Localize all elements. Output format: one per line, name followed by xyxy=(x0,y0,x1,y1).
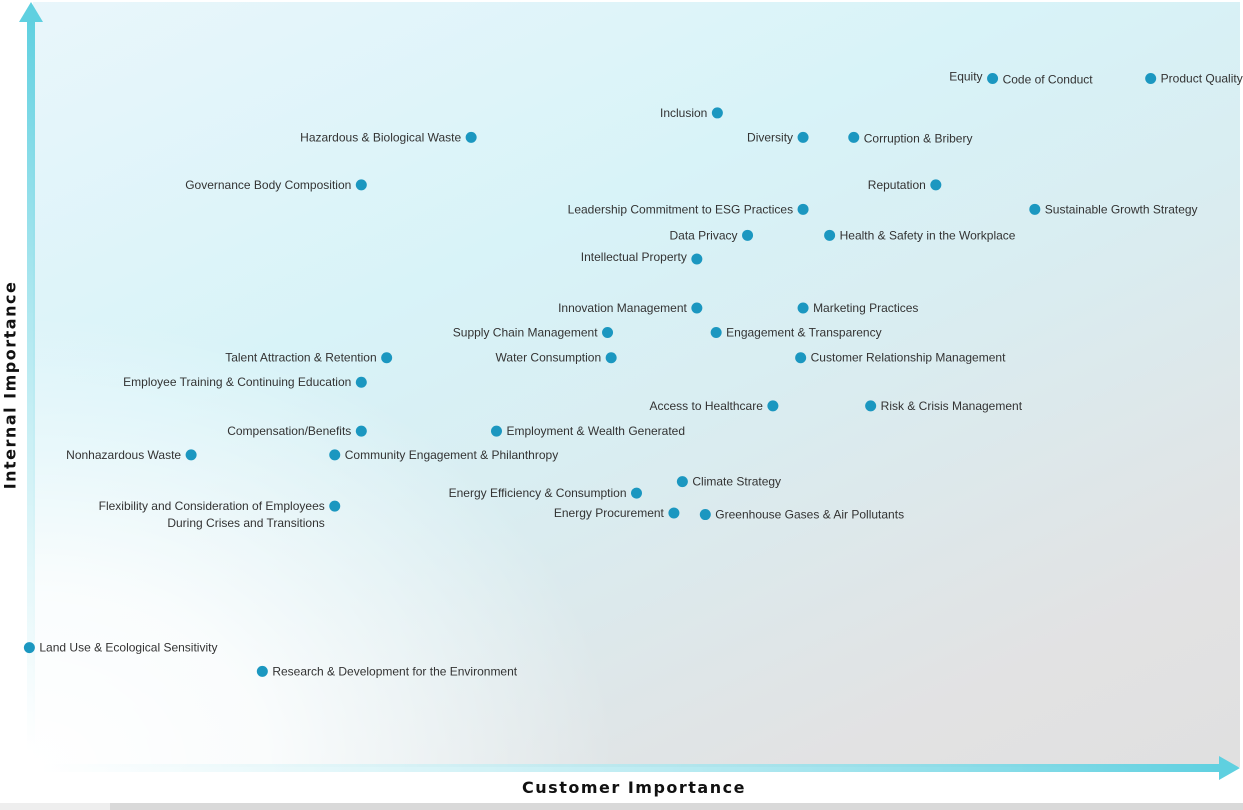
label-hazardous-and-biological-waste: Hazardous & Biological Waste xyxy=(300,130,461,144)
point-engagement-and-transparency xyxy=(710,326,722,338)
label-code-of-conduct: Code of Conduct xyxy=(1003,73,1094,87)
point-research-and-development-for-the-environment xyxy=(256,665,268,677)
label-equity: Equity xyxy=(949,70,982,84)
x-axis-title: Customer Importance xyxy=(522,778,746,797)
point-product-quality xyxy=(1145,73,1157,84)
label-research-and-development-for-the-environment: Research & Development for the Environme… xyxy=(272,664,517,678)
point-innovation-management xyxy=(691,302,703,314)
label-energy-procurement: Energy Procurement xyxy=(554,506,665,520)
point-water-consumption xyxy=(605,352,617,364)
point-data-privacy xyxy=(742,229,754,241)
point-employment-and-wealth-generated xyxy=(490,425,502,437)
label-leadership-commitment-to-esg-practices: Leadership Commitment to ESG Practices xyxy=(568,202,793,216)
label-access-to-healthcare: Access to Healthcare xyxy=(650,399,764,413)
label-water-consumption: Water Consumption xyxy=(496,351,602,365)
point-equity xyxy=(987,73,999,84)
point-hazardous-and-biological-waste xyxy=(465,131,477,143)
label-sustainable-growth-strategy: Sustainable Growth Strategy xyxy=(1045,202,1198,216)
y-axis-arrow xyxy=(19,2,43,753)
point-health-and-safety-in-the-workplace xyxy=(824,229,836,241)
label-flexibility-line-2: During Crises and Transitions xyxy=(167,516,324,530)
label-reputation: Reputation xyxy=(868,178,926,192)
point-risk-and-crisis-management xyxy=(865,400,877,412)
label-flexibility-line-1: Flexibility and Consideration of Employe… xyxy=(99,499,325,513)
label-diversity: Diversity xyxy=(747,130,793,144)
point-compensation-benefits xyxy=(355,425,367,437)
label-intellectual-property: Intellectual Property xyxy=(581,250,687,264)
point-supply-chain-management xyxy=(602,326,614,338)
point-energy-procurement xyxy=(668,507,680,519)
label-energy-efficiency-and-consumption: Energy Efficiency & Consumption xyxy=(449,486,627,500)
point-energy-efficiency-and-consumption xyxy=(631,487,642,499)
label-community-engagement-and-philanthropy: Community Engagement & Philanthropy xyxy=(345,448,558,462)
y-axis-title: Internal Importance xyxy=(0,280,20,490)
label-risk-and-crisis-management: Risk & Crisis Management xyxy=(881,399,1023,413)
label-marketing-practices: Marketing Practices xyxy=(813,301,918,315)
point-climate-strategy xyxy=(676,476,688,488)
label-land-use-and-ecological-sensitivity: Land Use & Ecological Sensitivity xyxy=(39,641,217,655)
point-greenhouse-gases-and-air-pollutants xyxy=(699,509,711,521)
point-access-to-healthcare xyxy=(767,400,779,412)
label-greenhouse-gases-and-air-pollutants: Greenhouse Gases & Air Pollutants xyxy=(715,508,904,522)
point-marketing-practices xyxy=(797,302,809,314)
label-talent-attraction-and-retention: Talent Attraction & Retention xyxy=(225,351,376,365)
label-climate-strategy: Climate Strategy xyxy=(692,475,781,489)
label-inclusion: Inclusion xyxy=(660,106,707,120)
point-talent-attraction-and-retention xyxy=(381,352,393,364)
label-governance-body-composition: Governance Body Composition xyxy=(185,178,351,192)
point-employee-training-and-continuing-education xyxy=(355,376,367,388)
label-corruption-and-bribery: Corruption & Bribery xyxy=(864,131,973,145)
data-points: Equity Code of Conduct Product QualityIncl… xyxy=(23,70,1243,678)
x-axis-arrow xyxy=(40,756,1240,780)
point-community-engagement-and-philanthropy xyxy=(329,449,341,461)
label-product-quality: Product Quality xyxy=(1161,72,1243,86)
point-diversity xyxy=(797,131,809,143)
label-employee-training-and-continuing-education: Employee Training & Continuing Education xyxy=(123,375,351,389)
point-corruption-and-bribery xyxy=(848,131,860,143)
label-customer-relationship-management: Customer Relationship Management xyxy=(811,351,1006,365)
label-compensation-benefits: Compensation/Benefits xyxy=(227,424,351,438)
bottom-strip-light xyxy=(0,803,110,810)
point-intellectual-property xyxy=(691,253,703,265)
point-leadership-commitment-to-esg-practices xyxy=(797,203,809,215)
point-inclusion xyxy=(711,107,723,119)
label-engagement-and-transparency: Engagement & Transparency xyxy=(726,325,881,339)
bottom-strip xyxy=(0,803,1243,810)
point-reputation xyxy=(930,179,942,191)
plot-background xyxy=(33,2,1240,767)
label-health-and-safety-in-the-workplace: Health & Safety in the Workplace xyxy=(840,228,1016,242)
label-innovation-management: Innovation Management xyxy=(558,301,687,315)
label-nonhazardous-waste: Nonhazardous Waste xyxy=(66,448,181,462)
label-data-privacy: Data Privacy xyxy=(670,228,738,242)
point-customer-relationship-management xyxy=(795,352,807,364)
point-flexibility-and-consideration-of-employees xyxy=(329,500,341,512)
point-governance-body-composition xyxy=(355,179,367,191)
point-land-use-and-ecological-sensitivity xyxy=(23,642,35,654)
point-sustainable-growth-strategy xyxy=(1029,203,1041,215)
label-supply-chain-management: Supply Chain Management xyxy=(453,325,598,339)
point-nonhazardous-waste xyxy=(185,449,197,461)
label-employment-and-wealth-generated: Employment & Wealth Generated xyxy=(506,424,685,438)
